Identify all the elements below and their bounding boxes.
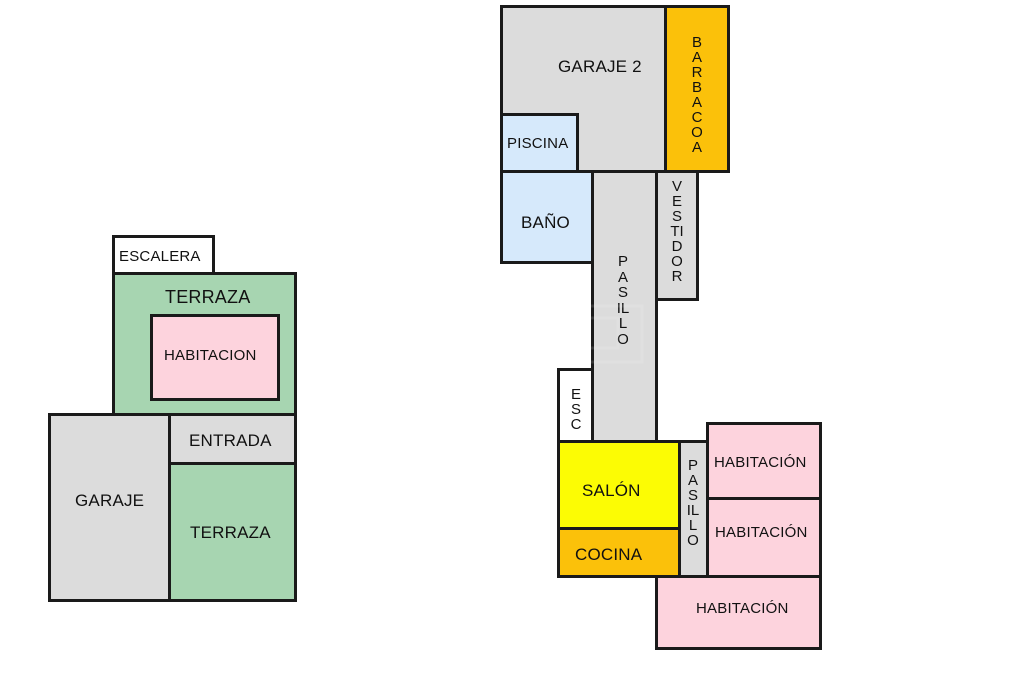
room-cocina-label: COCINA [575, 545, 643, 564]
room-escalera: ESCALERA [112, 235, 215, 275]
room-garaje-label: GARAJE [75, 491, 145, 510]
room-habitacion-left-label: HABITACION [164, 347, 257, 364]
room-habitacion-3: HABITACIÓN [655, 575, 822, 650]
room-pasillo-long-label: PASILLO [616, 253, 630, 348]
room-piscina-label: PISCINA [507, 135, 569, 152]
room-esc-label: ESC [570, 386, 582, 433]
room-garaje-2-label: GARAJE 2 [558, 57, 642, 76]
room-garaje: GARAJE [48, 413, 171, 602]
room-terraza-bottom-label: TERRAZA [190, 523, 271, 542]
room-pasillo-long: PASILLO [591, 170, 658, 443]
room-esc: ESC [557, 368, 594, 443]
room-habitacion-1: HABITACIÓN [706, 422, 822, 500]
room-barbacoa: BARBACOA [664, 5, 730, 173]
room-salon-label: SALÓN [582, 481, 641, 500]
room-habitacion-3-label: HABITACIÓN [696, 600, 789, 617]
room-pasillo-short-label: PASILLO [686, 457, 700, 549]
room-habitacion-2-label: HABITACIÓN [715, 524, 808, 541]
room-salon: SALÓN [557, 440, 681, 530]
room-cocina: COCINA [557, 527, 681, 578]
room-entrada: ENTRADA [168, 413, 297, 465]
room-pasillo-short: PASILLO [678, 440, 709, 578]
room-vestidor: VESTIDOR [655, 170, 699, 301]
room-habitacion-1-label: HABITACIÓN [714, 454, 807, 471]
room-habitacion-left: HABITACION [150, 314, 280, 401]
room-bano-label: BAÑO [521, 213, 570, 232]
room-vestidor-label: VESTIDOR [670, 178, 684, 285]
room-barbacoa-label: BARBACOA [691, 34, 703, 156]
room-habitacion-2: HABITACIÓN [706, 497, 822, 578]
room-escalera-label: ESCALERA [119, 248, 201, 265]
room-entrada-label: ENTRADA [189, 431, 272, 450]
room-bano: BAÑO [500, 170, 594, 264]
room-terraza-bottom: TERRAZA [168, 462, 297, 602]
room-piscina: PISCINA [500, 113, 579, 173]
room-terraza-top-label: TERRAZA [165, 287, 251, 307]
